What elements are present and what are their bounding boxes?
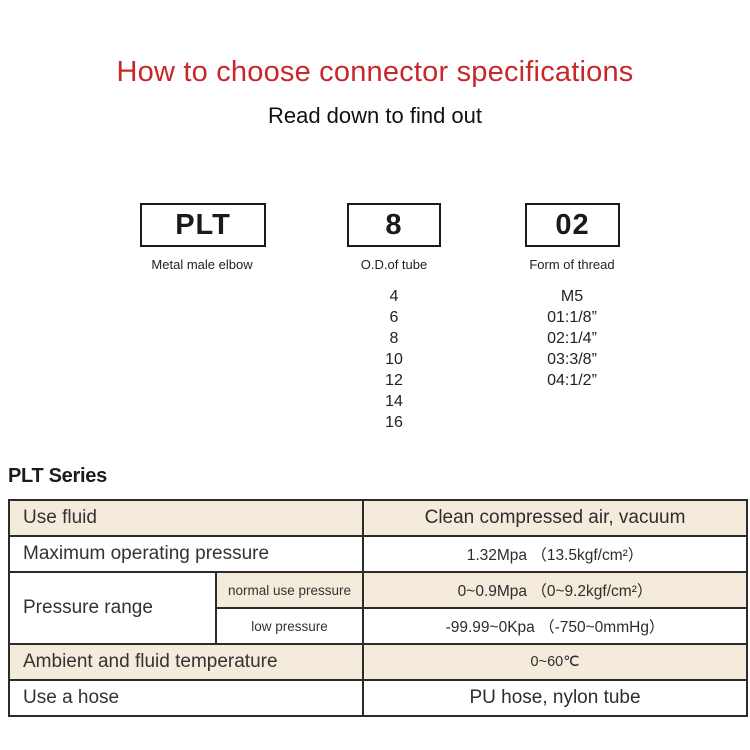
spec-label-temperature: Ambient and fluid temperature: [7, 643, 365, 681]
thread-form-item: 04:1/2”: [547, 372, 597, 389]
spec-value-use-fluid: Clean compressed air, vacuum: [362, 499, 749, 537]
thread-form-item: 02:1/4”: [547, 330, 597, 347]
series-heading: PLT Series: [8, 465, 107, 487]
spec-value-temperature: 0~60℃: [362, 643, 749, 681]
spec-value-low-pressure: -99.99~0Kpa （-750~0mmHg）: [362, 607, 749, 645]
tube-size-item: 8: [389, 330, 399, 347]
code-segment-label-thread: Form of thread: [529, 257, 615, 272]
tube-size-item: 16: [385, 414, 403, 431]
code-segment-box-thread: 02: [525, 203, 620, 247]
spec-label-max-pressure: Maximum operating pressure: [7, 535, 365, 573]
code-segment-tube: 8: [385, 208, 403, 241]
tube-size-item: 6: [389, 309, 399, 326]
tube-size-item: 10: [385, 351, 403, 368]
spec-row-hose: Use a hose PU hose, nylon tube: [7, 679, 749, 717]
code-segment-series: PLT: [175, 208, 231, 241]
tube-size-item: 14: [385, 393, 403, 410]
thread-form-list: M5 01:1/8” 02:1/4” 03:3/8” 04:1/2”: [492, 286, 652, 391]
code-segment-label-series: Metal male elbow: [151, 257, 253, 272]
spec-row-temperature: Ambient and fluid temperature 0~60℃: [7, 643, 749, 681]
spec-label-pressure-range: Pressure range: [8, 571, 217, 645]
spec-label-hose: Use a hose: [7, 679, 365, 717]
spec-sublabel-low-pressure: low pressure: [214, 607, 365, 645]
spec-value-max-pressure: 1.32Mpa （13.5kgf/cm²）: [362, 535, 749, 573]
thread-form-item: 01:1/8”: [547, 309, 597, 326]
spec-row-pressure-normal: Pressure range normal use pressure 0~0.9…: [8, 571, 749, 645]
code-segment-box-series: PLT: [140, 203, 266, 247]
code-segment-label-tube: O.D.of tube: [360, 257, 428, 272]
page-title: How to choose connector specifications: [116, 56, 634, 88]
thread-form-item: M5: [560, 288, 584, 305]
tube-size-list: 4 6 8 10 12 14 16: [314, 286, 474, 433]
spec-value-hose: PU hose, nylon tube: [362, 679, 749, 717]
spec-label-use-fluid: Use fluid: [7, 499, 365, 537]
tube-size-item: 12: [385, 372, 403, 389]
thread-form-item: 03:3/8”: [547, 351, 597, 368]
spec-row-pressure-low: low pressure -99.99~0Kpa （-750~0mmHg）: [9, 607, 749, 645]
spec-row-max-pressure: Maximum operating pressure 1.32Mpa （13.5…: [7, 535, 749, 573]
code-segment-box-tube: 8: [347, 203, 441, 247]
spec-row-use-fluid: Use fluid Clean compressed air, vacuum: [7, 499, 749, 537]
spec-value-normal-pressure: 0~0.9Mpa （0~9.2kgf/cm²）: [362, 571, 749, 609]
tube-size-item: 4: [389, 288, 399, 305]
spec-sublabel-normal-pressure: normal use pressure: [214, 571, 365, 609]
page-subtitle: Read down to find out: [267, 103, 483, 128]
spec-table: Use fluid Clean compressed air, vacuum M…: [7, 499, 749, 717]
code-segment-thread: 02: [555, 208, 590, 241]
